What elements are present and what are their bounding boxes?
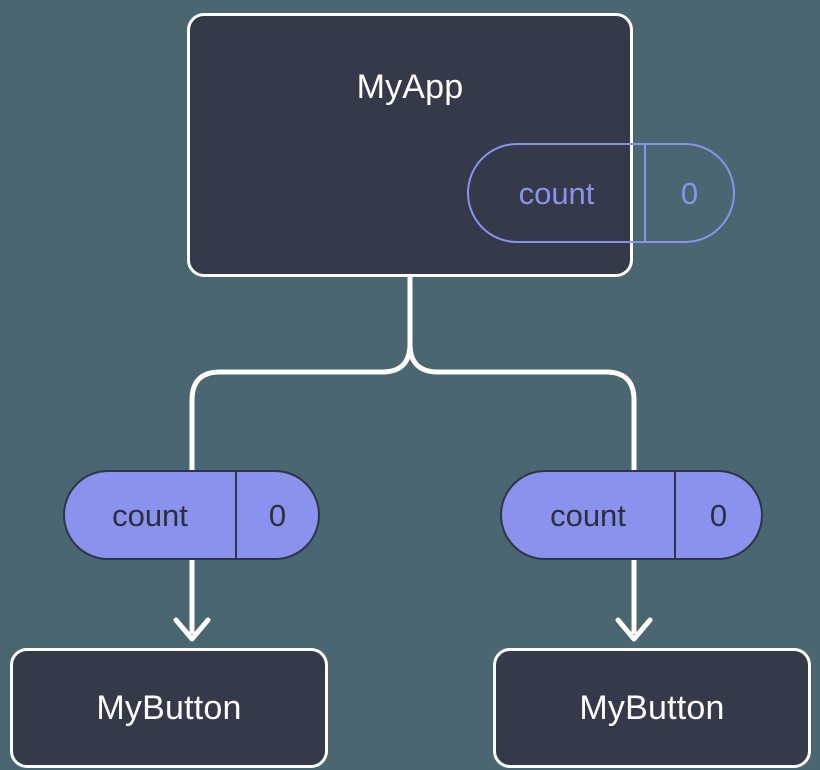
prop-pill-left-count[interactable]: count 0 (63, 470, 320, 560)
prop-pill-key: count (65, 472, 237, 558)
component-node-myapp[interactable]: MyApp count 0 (187, 13, 735, 277)
component-label-mybutton-left: MyButton (96, 689, 242, 727)
branch-connector-root-to-right-child (407, 341, 637, 473)
arrow-right-head-icon (615, 617, 653, 642)
state-pill-value: 0 (680, 175, 699, 211)
prop-pill-key: count (502, 472, 676, 558)
state-pill-key: count (469, 145, 646, 241)
prop-pill-value: 0 (709, 497, 728, 533)
arrow-left-head-icon (173, 617, 211, 642)
component-node-mybutton-right[interactable]: MyButton (493, 648, 811, 768)
component-node-mybutton-left[interactable]: MyButton (10, 648, 328, 768)
prop-pill-value: 0 (268, 497, 287, 533)
component-label-myapp: MyApp (356, 68, 464, 106)
branch-connector-root-to-children (189, 274, 413, 473)
component-label-mybutton-right: MyButton (579, 689, 725, 727)
state-pill-myapp-count[interactable]: count 0 (467, 143, 735, 243)
prop-pill-right-count[interactable]: count 0 (500, 470, 763, 560)
